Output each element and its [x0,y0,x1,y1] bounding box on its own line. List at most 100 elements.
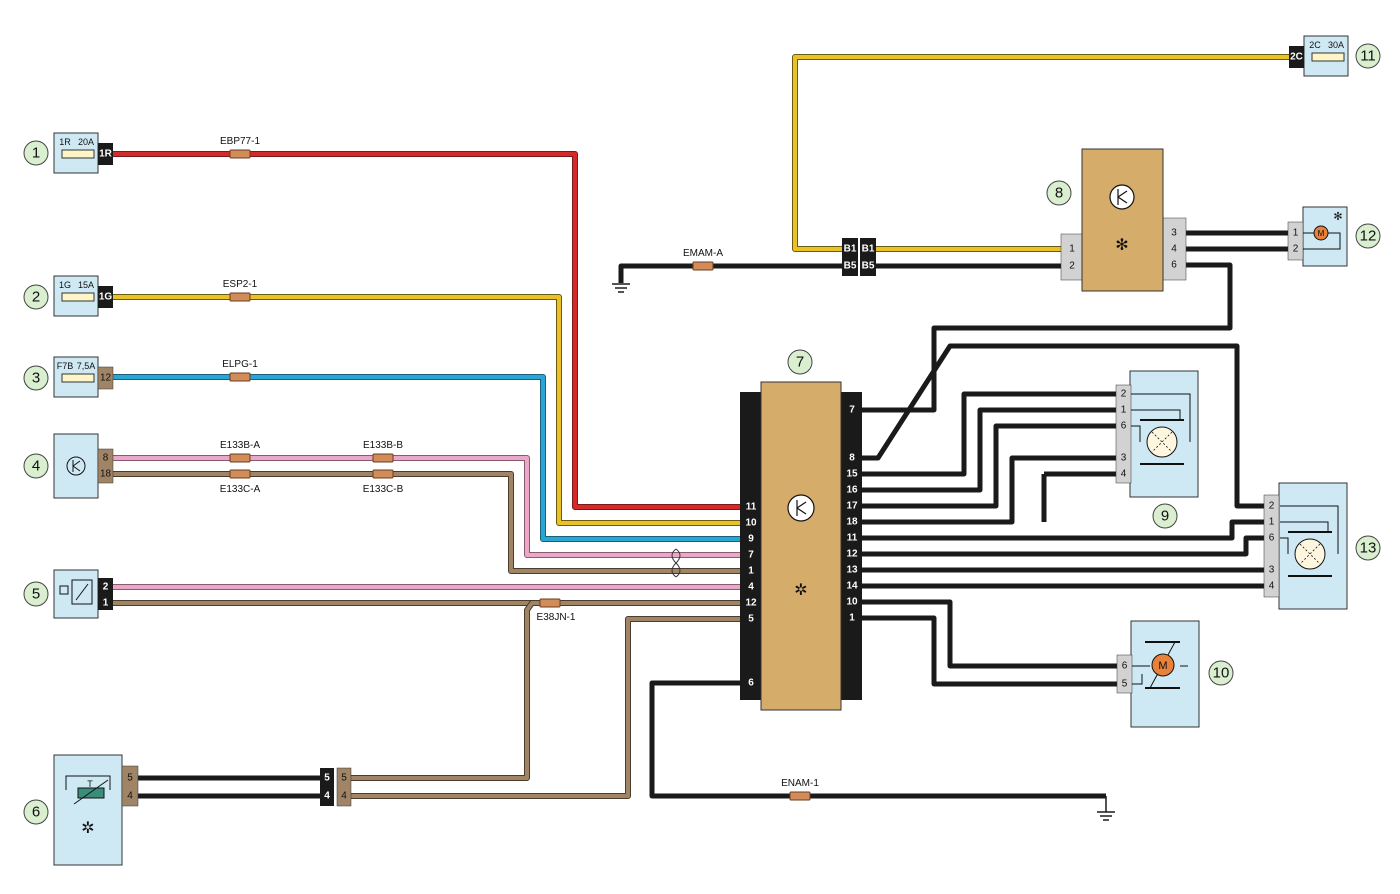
svg-text:11: 11 [746,502,757,513]
svg-text:13: 13 [1360,540,1377,557]
svg-text:1: 1 [849,613,855,624]
svg-text:6: 6 [1269,533,1275,544]
component-4-sensor: 8 18 [53,433,114,499]
svg-text:8: 8 [1055,185,1063,202]
svg-text:14: 14 [846,581,858,592]
callout-8: 8 [1046,180,1072,206]
transistor-icon [66,456,86,476]
transistor-icon [787,494,815,522]
svg-text:4: 4 [341,791,347,802]
svg-text:4: 4 [1171,244,1177,255]
module-right-pins: 7 8 15 16 17 18 11 12 13 14 10 1 [846,405,858,624]
svg-text:5: 5 [1122,679,1128,690]
svg-text:B1: B1 [844,244,857,255]
fuse-1-pin: 1R [99,149,113,160]
fuse-11-pin: 2C [1290,52,1303,63]
label-e133b-a: E133B-A [220,440,260,451]
connector-b: B1 B5 B1 B5 [842,238,876,276]
svg-text:5: 5 [341,773,347,784]
label-esp2: ESP2-1 [223,279,258,290]
thermistor-icon [77,787,105,799]
callout-5: 5 [23,581,49,607]
svg-text:4: 4 [748,582,754,593]
fuse-3-pin: 12 [100,373,112,384]
svg-text:2: 2 [1121,389,1127,400]
svg-text:B1: B1 [862,244,875,255]
svg-text:10: 10 [846,597,858,608]
svg-text:3: 3 [1171,228,1177,239]
svg-text:5: 5 [748,614,754,625]
component-13-flap-actuator: 2 1 6 3 4 [1263,482,1348,610]
snowflake-icon: ✲ [794,582,807,599]
actuator-motor-icon [1294,538,1326,570]
svg-text:4: 4 [324,791,330,802]
svg-text:15: 15 [846,469,858,480]
svg-text:12: 12 [846,549,858,560]
c6-pin-a: 5 [127,773,133,784]
svg-text:7: 7 [849,405,855,416]
svg-text:7: 7 [796,354,804,371]
label-ebp77: EBP77-1 [220,136,260,147]
c5-pin-a: 2 [103,582,109,593]
callout-2: 2 [23,284,49,310]
svg-text:B5: B5 [862,261,875,272]
label-e133c-a: E133C-A [220,484,261,495]
fuse-11-code: 2C [1309,40,1321,50]
label-emam: EMAM-A [683,248,723,259]
svg-text:6: 6 [32,804,40,821]
component-3-fuse: 12 F7B 7,5A [53,356,114,398]
c4-pin-a: 8 [103,453,109,464]
fan-icon: ✻ [1333,211,1342,223]
callouts: 1 2 3 4 5 6 7 8 9 10 11 12 13 [23,43,1381,825]
sun-sensor-icon [59,585,69,595]
svg-text:13: 13 [846,565,858,576]
fuse-3-rating: 7,5A [77,361,96,371]
callout-4: 4 [23,453,49,479]
component-1-fuse: 1R 1R 20A [53,132,113,174]
snowflake-icon: ✲ [81,820,94,837]
svg-text:5: 5 [324,773,330,784]
label-e133c-b: E133C-B [363,484,404,495]
svg-text:9: 9 [1161,508,1169,525]
component-8-blower-module: 1 2 3 4 6 ✻ [1060,148,1187,292]
svg-text:12: 12 [745,598,757,609]
svg-text:17: 17 [846,501,858,512]
fan-icon: ✻ [1115,237,1128,254]
svg-text:6: 6 [748,678,754,689]
actuator-motor-icon [1146,426,1178,458]
wire-markers [229,149,811,801]
svg-text:2: 2 [32,289,40,306]
fuse-11-rating: 30A [1328,40,1344,50]
svg-text:M: M [1158,660,1167,672]
svg-text:2: 2 [1069,261,1075,272]
svg-text:1: 1 [748,566,754,577]
svg-text:1: 1 [1293,228,1299,239]
svg-text:2: 2 [1293,244,1299,255]
ground-symbol-bottom [1097,796,1115,821]
component-5-sensor: 2 1 [53,569,113,619]
svg-text:M: M [1318,229,1325,238]
module-left-pins: 11 10 9 7 1 4 12 5 6 [745,502,757,689]
svg-text:4: 4 [32,458,40,475]
fuse-1-code: 1R [59,137,71,147]
component-12-blower-motor: 1 2 M ✻ [1287,206,1348,267]
svg-text:16: 16 [846,485,858,496]
svg-text:B5: B5 [844,261,857,272]
callout-1: 1 [23,140,49,166]
svg-text:11: 11 [1360,48,1376,65]
fuse-1-rating: 20A [78,137,94,147]
component-9-flap-actuator: 2 1 6 3 4 [1115,370,1199,498]
svg-text:6: 6 [1121,421,1127,432]
svg-text:18: 18 [846,517,858,528]
svg-text:5: 5 [32,586,40,603]
svg-text:1: 1 [32,145,40,162]
svg-text:2: 2 [1269,501,1275,512]
twist-marker [671,548,681,578]
c5-pin-b: 1 [103,598,109,609]
svg-text:10: 10 [745,518,757,529]
svg-text:4: 4 [1269,581,1275,592]
fuse-3-code: F7B [57,361,74,371]
svg-text:12: 12 [1360,228,1377,245]
svg-text:4: 4 [1121,469,1127,480]
motor-icon [1151,653,1175,677]
